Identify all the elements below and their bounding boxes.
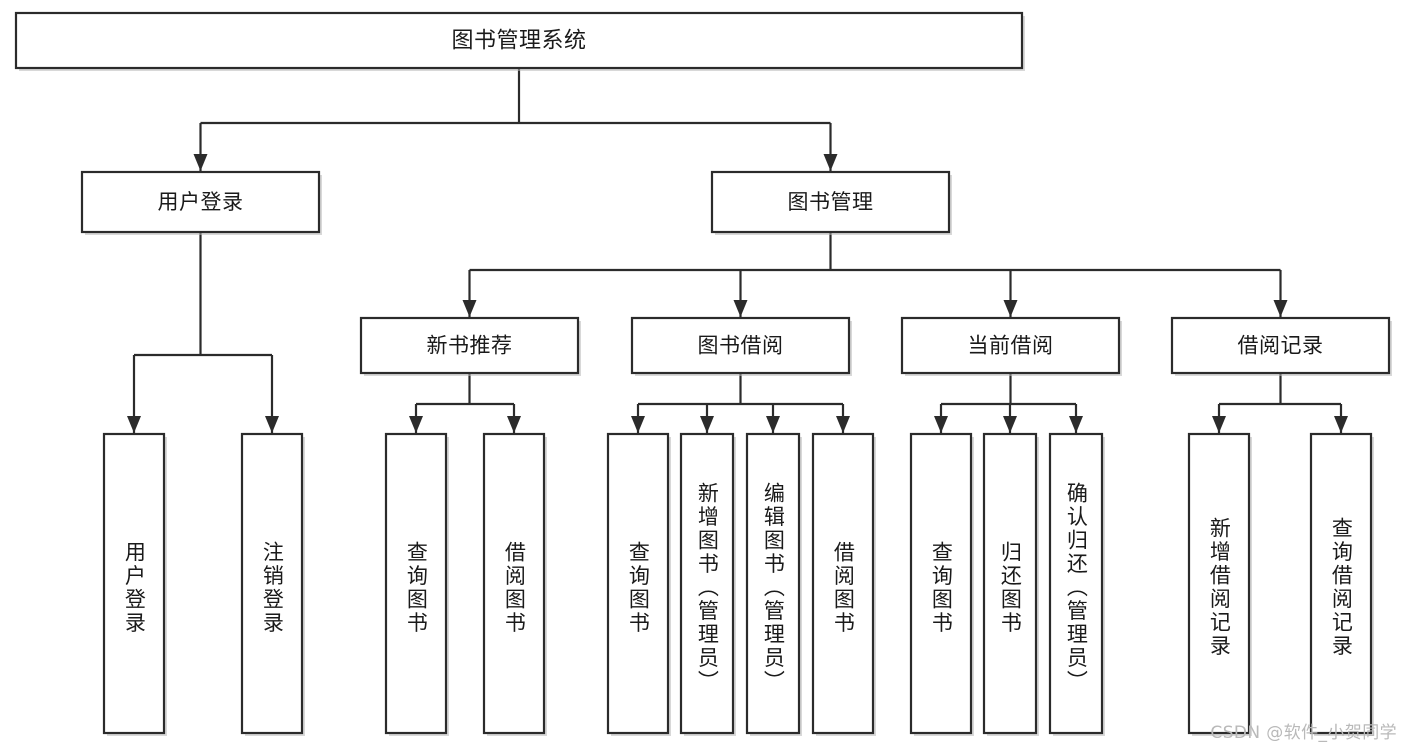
node-level2-label-0: 用户登录 <box>158 190 244 214</box>
leaf-node-1[interactable] <box>240 432 305 736</box>
arrow-head-icon <box>631 416 645 433</box>
node-level3-1[interactable] <box>630 316 852 376</box>
arrow-head-icon <box>836 416 850 433</box>
connector-lines <box>127 68 1348 433</box>
arrow-head-icon <box>934 416 948 433</box>
arrow-head-icon <box>1003 416 1017 433</box>
arrow-head-icon <box>823 154 838 171</box>
node-level3-label-3: 借阅记录 <box>1238 334 1324 358</box>
arrow-head-icon <box>1069 416 1083 433</box>
arrow-head-icon <box>733 300 748 317</box>
node-level3-3[interactable] <box>1170 316 1392 376</box>
node-level2-0[interactable] <box>80 170 322 235</box>
leaf-node-4[interactable] <box>606 432 671 736</box>
arrow-head-icon <box>1212 416 1226 433</box>
arrow-head-icon <box>265 416 279 433</box>
watermark-text: CSDN @软件_小贺同学 <box>1210 723 1397 743</box>
node-level3-0[interactable] <box>359 316 581 376</box>
leaf-node-0[interactable] <box>102 432 167 736</box>
arrow-head-icon <box>1003 300 1018 317</box>
leaf-node-9[interactable] <box>982 432 1039 736</box>
arrow-head-icon <box>1334 416 1348 433</box>
leaf-node-8[interactable] <box>909 432 974 736</box>
arrow-head-icon <box>700 416 714 433</box>
arrow-head-icon <box>409 416 423 433</box>
leaf-node-3[interactable] <box>482 432 547 736</box>
arrow-head-icon <box>127 416 141 433</box>
node-boxes <box>14 11 1392 736</box>
node-level2-1[interactable] <box>710 170 952 235</box>
node-level3-2[interactable] <box>900 316 1122 376</box>
node-level3-label-0: 新书推荐 <box>427 334 513 358</box>
leaf-node-11[interactable] <box>1187 432 1252 736</box>
leaf-node-7[interactable] <box>811 432 876 736</box>
node-level3-label-1: 图书借阅 <box>698 334 784 358</box>
arrow-head-icon <box>462 300 477 317</box>
arrow-head-icon <box>766 416 780 433</box>
node-root[interactable] <box>14 11 1025 71</box>
leaf-node-2[interactable] <box>384 432 449 736</box>
leaf-node-5[interactable] <box>679 432 736 736</box>
leaf-node-12[interactable] <box>1309 432 1374 736</box>
leaf-node-6[interactable] <box>745 432 802 736</box>
node-root-label: 图书管理系统 <box>451 29 586 54</box>
node-level3-label-2: 当前借阅 <box>968 334 1054 358</box>
arrow-head-icon <box>507 416 521 433</box>
node-level2-label-1: 图书管理 <box>788 190 874 214</box>
arrow-head-icon <box>1273 300 1288 317</box>
arrow-head-icon <box>193 154 208 171</box>
leaf-node-10[interactable] <box>1048 432 1105 736</box>
